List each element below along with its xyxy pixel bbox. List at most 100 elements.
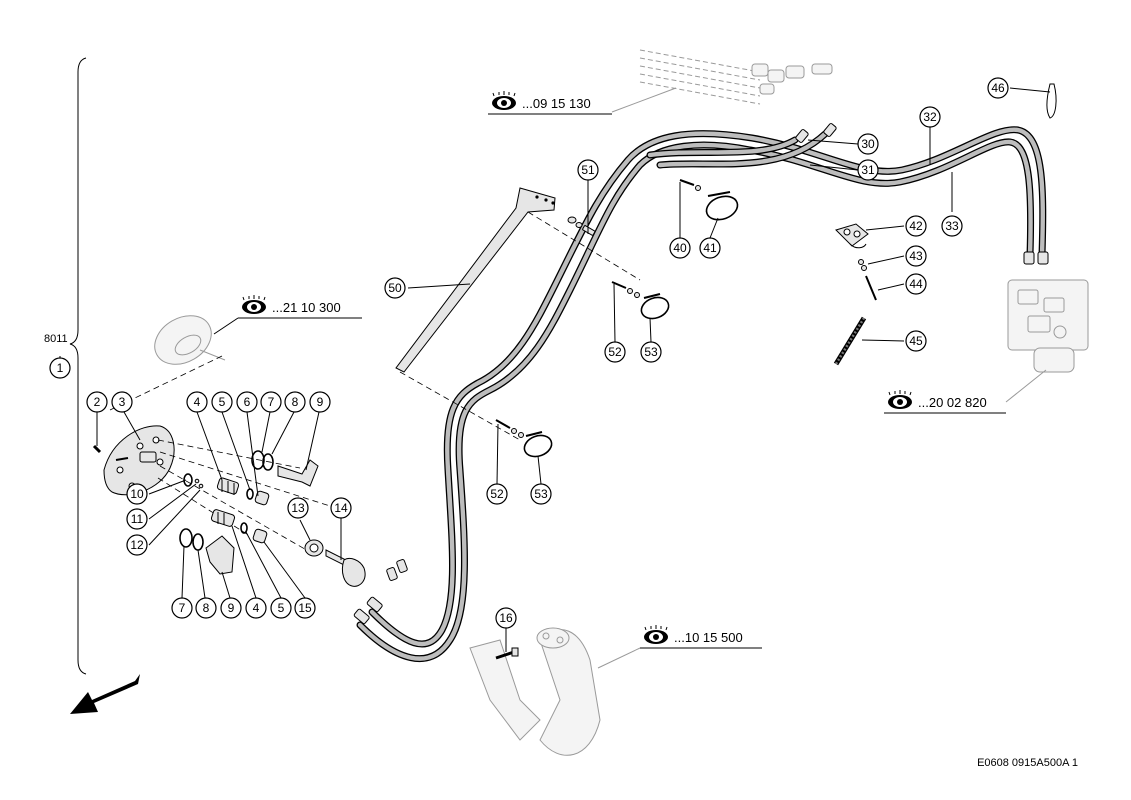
callout[interactable]: 33 (941, 215, 963, 237)
eye-icon (242, 295, 266, 314)
direction-arrow (70, 674, 140, 714)
callout-number: 5 (219, 395, 226, 409)
callout-number: 4 (194, 395, 201, 409)
callout-number: 30 (861, 137, 875, 151)
callout[interactable]: 53 (530, 483, 552, 505)
leader-lines (59, 87, 1051, 652)
callout-number: 46 (991, 81, 1005, 95)
callout-number: 11 (131, 512, 144, 526)
callout-number: 7 (268, 395, 275, 409)
clamp-set-lower (495, 419, 553, 458)
cross-ref-21-10-300[interactable]: ...21 10 300 (213, 295, 362, 335)
callout[interactable]: 1 (49, 357, 71, 379)
callout-number: 50 (388, 281, 402, 295)
callout[interactable]: 50 (384, 277, 406, 299)
callout-number: 9 (317, 395, 324, 409)
callout-number: 12 (130, 538, 144, 552)
callout-number: 6 (244, 395, 251, 409)
callout[interactable]: 45 (905, 330, 927, 352)
callout[interactable]: 9 (309, 391, 331, 413)
callout[interactable]: 42 (905, 215, 927, 237)
callout[interactable]: 12 (126, 534, 148, 556)
callout[interactable]: 46 (987, 77, 1009, 99)
callout[interactable]: 41 (699, 237, 721, 259)
callout[interactable]: 30 (857, 133, 879, 155)
callout[interactable]: 4 (186, 391, 208, 413)
cross-ref-label: ...21 10 300 (272, 300, 341, 315)
callout-number: 42 (909, 219, 923, 233)
left-assembly (92, 425, 366, 587)
callout-number: 31 (861, 163, 875, 177)
bracket-42-44 (835, 223, 877, 301)
callout[interactable]: 11 (126, 508, 148, 530)
ghost-lower-valve (469, 627, 641, 756)
callout-number: 44 (909, 277, 923, 291)
cable-tie-46 (1046, 83, 1057, 119)
callout-number: 40 (673, 241, 687, 255)
callout-number: 51 (581, 163, 595, 177)
group-label: 8011 (44, 333, 68, 345)
ghost-valve-block (1005, 279, 1089, 403)
callout[interactable]: 44 (905, 273, 927, 295)
callout-number: 14 (334, 501, 348, 515)
callout[interactable]: 4 (245, 597, 267, 619)
callout-number: 10 (130, 487, 144, 501)
callout[interactable]: 52 (604, 341, 626, 363)
callout[interactable]: 6 (236, 391, 258, 413)
callout[interactable]: 5 (270, 597, 292, 619)
callout-number: 33 (945, 219, 959, 233)
callout[interactable]: 3 (111, 391, 133, 413)
callout-number: 53 (534, 487, 548, 501)
screw-16 (495, 647, 519, 660)
callout-number: 7 (179, 601, 186, 615)
callout[interactable]: 2 (86, 391, 108, 413)
cross-ref-label: ...10 15 500 (674, 630, 743, 645)
callout[interactable]: 51 (577, 159, 599, 181)
callout[interactable]: 9 (220, 597, 242, 619)
callout[interactable]: 7 (171, 597, 193, 619)
callout-number: 8 (203, 601, 210, 615)
cross-ref-10-15-500[interactable]: ...10 15 500 (640, 625, 762, 649)
cross-ref-label: ...09 15 130 (522, 96, 591, 111)
cable-tie-45 (833, 316, 867, 366)
callout[interactable]: 32 (919, 106, 941, 128)
callout[interactable]: 8 (195, 597, 217, 619)
callout[interactable]: 16 (495, 607, 517, 629)
callout[interactable]: 43 (905, 245, 927, 267)
callout-number: 43 (909, 249, 923, 263)
callout[interactable]: 15 (294, 597, 316, 619)
callout-number: 8 (292, 395, 299, 409)
group-bracket (69, 57, 87, 675)
callout-number: 41 (703, 241, 717, 255)
eye-icon (492, 91, 516, 110)
callout-number: 1 (57, 361, 64, 375)
callout[interactable]: 13 (287, 497, 309, 519)
callout-number: 5 (278, 601, 285, 615)
callout[interactable]: 14 (330, 497, 352, 519)
callout[interactable]: 7 (260, 391, 282, 413)
callout-number: 3 (119, 395, 126, 409)
eye-icon (644, 625, 668, 644)
callout[interactable]: 40 (669, 237, 691, 259)
callout[interactable]: 10 (126, 483, 148, 505)
cross-ref-09-15-130[interactable]: ...09 15 130 (488, 91, 612, 115)
clamp-40-41 (679, 179, 739, 221)
clamp-set-upper (611, 281, 670, 320)
callout-number: 52 (608, 345, 622, 359)
callout[interactable]: 52 (486, 483, 508, 505)
figure-id: E0608 0915A500A 1 (977, 757, 1078, 769)
callout-number: 16 (499, 611, 513, 625)
ghost-steering-wheel (109, 315, 226, 411)
callout-number: 45 (909, 334, 923, 348)
callout[interactable]: 53 (640, 341, 662, 363)
callout-number: 52 (490, 487, 504, 501)
callout[interactable]: 31 (857, 159, 879, 181)
support-bar (395, 187, 641, 441)
callout[interactable]: 5 (211, 391, 233, 413)
cross-ref-20-02-820[interactable]: ...20 02 820 (884, 390, 1006, 414)
callout-number: 13 (291, 501, 305, 515)
callout[interactable]: 8 (284, 391, 306, 413)
callout-number: 15 (298, 601, 312, 615)
